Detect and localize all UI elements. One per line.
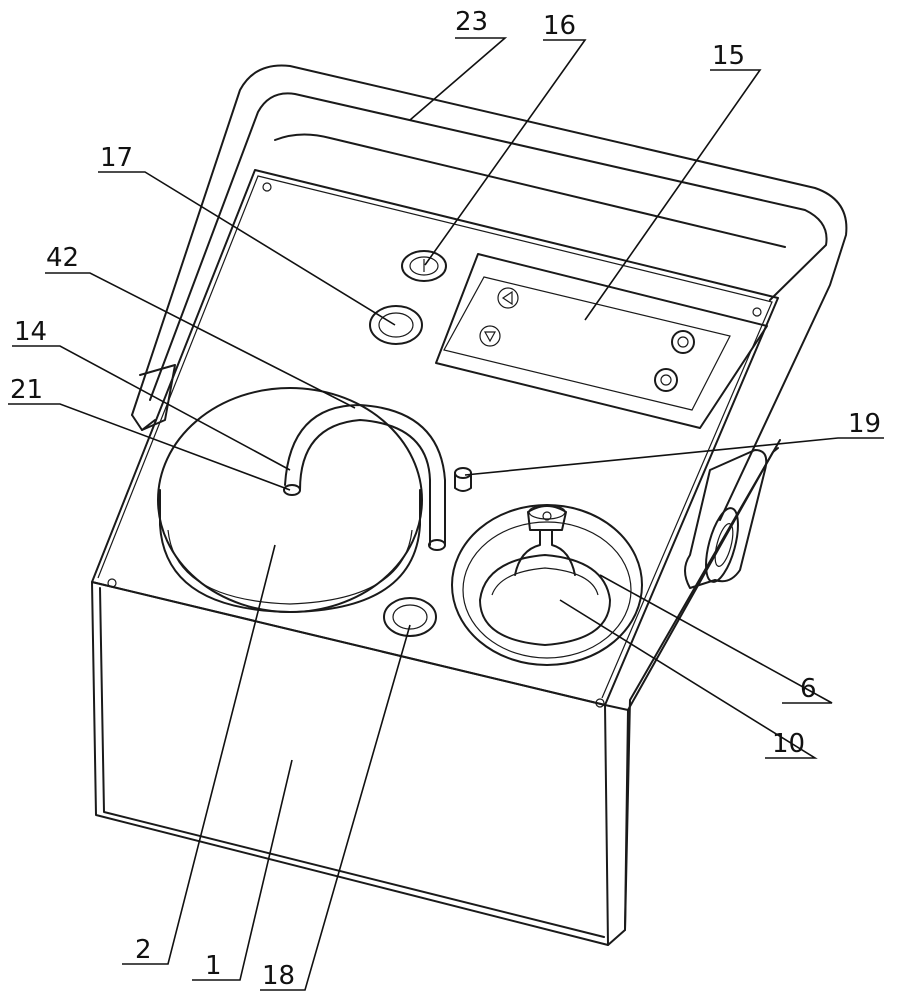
leader-lines <box>8 37 884 991</box>
label-1: 1 <box>205 951 222 981</box>
nipple-10 <box>479 504 611 646</box>
label-6: 6 <box>800 674 817 704</box>
container-2 <box>157 387 423 613</box>
button-18 <box>383 597 437 637</box>
label-15: 15 <box>712 41 745 71</box>
label-2: 2 <box>135 935 152 965</box>
handle <box>131 64 848 589</box>
indicator-19 <box>454 467 472 492</box>
label-42: 42 <box>46 243 79 273</box>
key-switch-16 <box>401 250 447 282</box>
button-17 <box>369 305 423 345</box>
label-19: 19 <box>848 409 881 439</box>
housing-body <box>91 439 781 946</box>
label-23: 23 <box>455 7 488 37</box>
label-18: 18 <box>262 961 295 991</box>
label-14: 14 <box>14 317 47 347</box>
label-10: 10 <box>772 729 805 759</box>
label-16: 16 <box>543 11 576 41</box>
callout-labels: 23 16 15 17 42 14 21 19 6 10 2 1 18 <box>10 7 881 991</box>
label-17: 17 <box>100 143 133 173</box>
display-panel <box>435 253 768 429</box>
tube-42 <box>283 404 446 551</box>
label-21: 21 <box>10 375 43 405</box>
top-panel <box>91 169 779 706</box>
corner-screws <box>107 182 762 708</box>
